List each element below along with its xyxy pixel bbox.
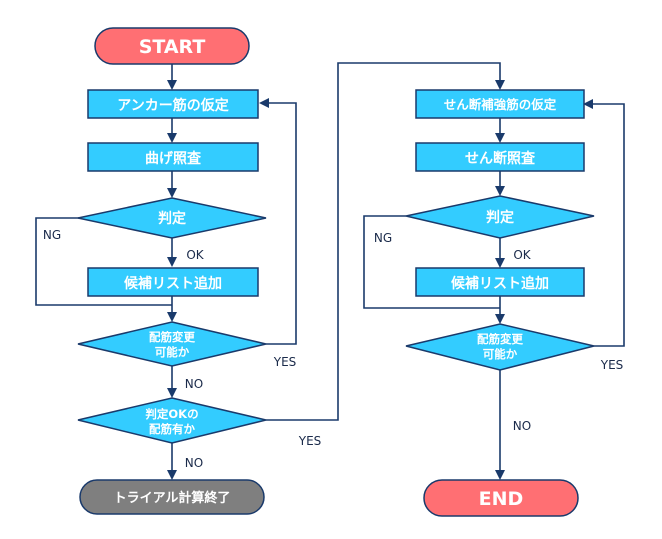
arrow-okbar-yes-cross (266, 62, 505, 421)
start-terminal (94, 27, 250, 65)
ok-bar-label-2: 配筋有か (149, 422, 195, 436)
right-ok-label: OK (513, 248, 531, 262)
bending-check-box (87, 142, 259, 172)
shear-check-box (415, 142, 585, 172)
ok-bar-label-1: 判定OKの (145, 407, 198, 421)
arrow-right-change-yes-loop (583, 99, 625, 347)
judge-diamond (77, 197, 267, 239)
judge-label: 判定 (158, 210, 186, 227)
bar-change-label-2: 可能か (155, 345, 190, 359)
right-connectors (363, 99, 625, 480)
anchor-assume-label: アンカー筋の仮定 (117, 97, 228, 114)
ok-label: OK (186, 248, 204, 262)
right-bar-change-label-2: 可能か (483, 347, 518, 361)
right-bar-change-diamond (405, 323, 595, 371)
right-judge-label: 判定 (486, 209, 514, 226)
anchor-assume-box (87, 89, 259, 119)
end-terminal (423, 479, 579, 517)
bending-check-label: 曲げ照査 (145, 150, 202, 167)
arrow-change-yes-loop (259, 98, 297, 345)
line-right-judge-ng (363, 215, 500, 309)
ok-bar-diamond (77, 397, 267, 444)
start-label: START (139, 36, 206, 58)
left-connectors (35, 62, 505, 480)
bar-change-label-1: 配筋変更 (149, 330, 195, 344)
right-judge-diamond (405, 195, 595, 239)
line-judge-ng (35, 217, 172, 306)
add-candidate-label: 候補リスト追加 (124, 275, 222, 292)
trial-end-label: トライアル計算終了 (114, 490, 231, 506)
right-ng-label: NG (374, 231, 392, 245)
shear-assume-label: せん断補強筋の仮定 (444, 97, 557, 112)
ng-label: NG (43, 228, 61, 242)
shear-assume-box (415, 89, 585, 119)
bar-change-diamond (77, 321, 267, 367)
trial-end-terminal (79, 479, 265, 515)
no-label-1: NO (185, 377, 203, 391)
add-candidate-box (87, 267, 259, 297)
right-add-candidate-box (415, 267, 585, 297)
right-yes-loop-label: YES (600, 358, 624, 372)
shear-check-label: せん断照査 (465, 150, 536, 167)
right-add-candidate-label: 候補リスト追加 (451, 275, 549, 292)
end-label: END (479, 488, 524, 510)
yes-cross-label: YES (298, 434, 322, 448)
right-bar-change-label-1: 配筋変更 (477, 332, 523, 346)
right-no-label: NO (513, 419, 531, 433)
no-label-2: NO (185, 456, 203, 470)
yes-loop-label: YES (273, 355, 297, 369)
